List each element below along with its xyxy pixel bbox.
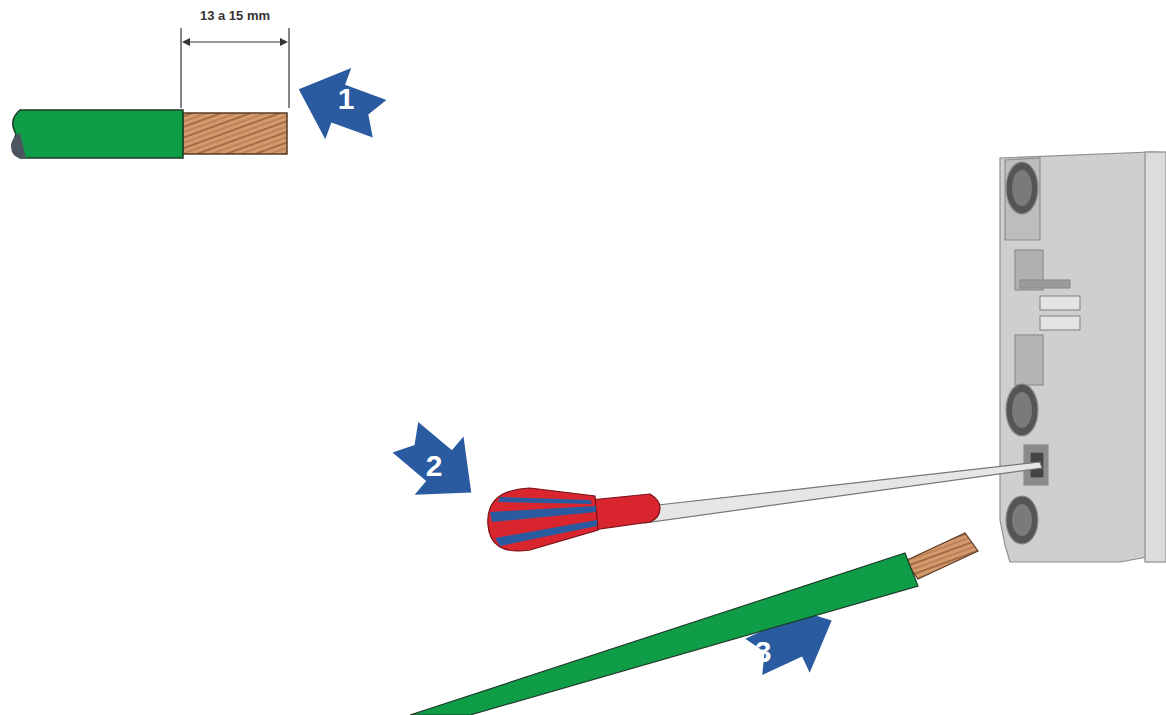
callout-number: 2: [426, 451, 443, 481]
callout-number: 3: [755, 637, 772, 667]
step-arrow: [286, 54, 848, 692]
callout-number: 1: [338, 84, 355, 114]
dimension-label: 13 a 15 mm: [200, 9, 270, 22]
stripped-wire: [11, 110, 287, 158]
dimension-bracket: [181, 28, 289, 108]
terminal-block: [1000, 152, 1166, 562]
insulated-wire: [410, 533, 978, 715]
